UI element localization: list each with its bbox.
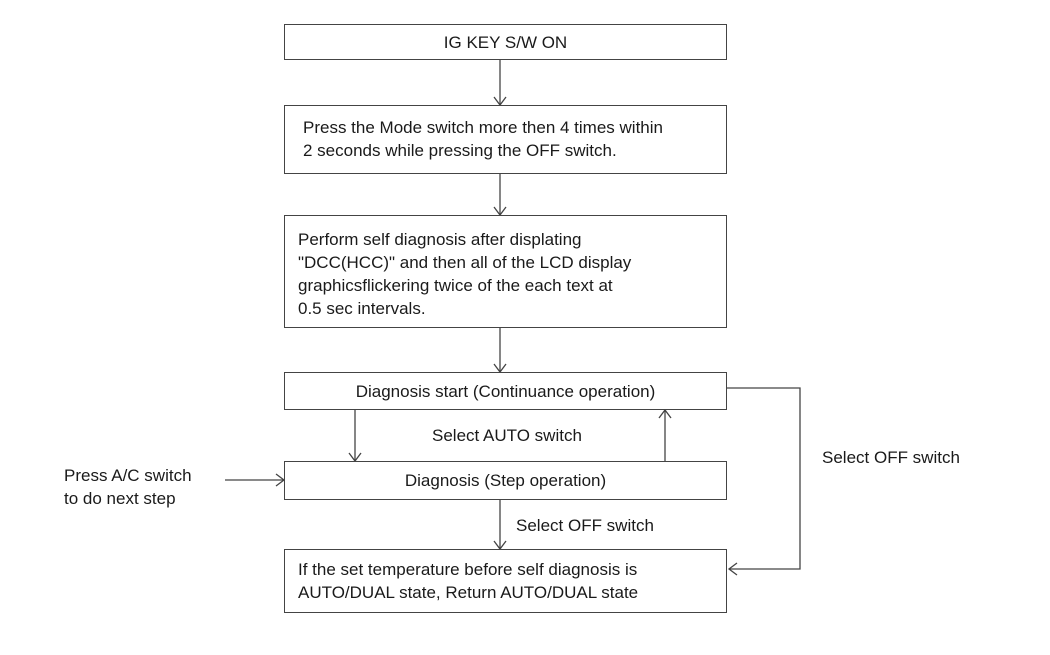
return-state-box: If the set temperature before self diagn… [284,549,727,613]
select-off-switch-bottom-label: Select OFF switch [516,516,654,535]
perform-line-4: 0.5 sec intervals. [298,299,426,318]
perform-line-3: graphicsflickering twice of the each tex… [298,276,613,295]
arrowhead-step-to-diag-start [658,408,672,419]
diagnosis-step-text: Diagnosis (Step operation) [404,471,607,490]
press-mode-switch-box: Press the Mode switch more then 4 times … [284,105,727,174]
return-state-line-1: If the set temperature before self diagn… [298,560,638,579]
perform-line-2: "DCC(HCC)" and then all of the LCD displ… [298,253,632,272]
diagnosis-step-box: Diagnosis (Step operation) [284,461,727,500]
arrowhead-diag-start-to-return [727,562,738,576]
press-mode-line-1: Press the Mode switch more then 4 times … [303,118,663,137]
ig-key-on-text: IG KEY S/W ON [443,32,568,52]
perform-self-diagnosis-box: Perform self diagnosis after displating … [284,215,727,328]
select-auto-switch-label: Select AUTO switch [432,426,582,445]
press-ac-line-1: Press A/C switch [64,466,192,485]
perform-line-1: Perform self diagnosis after displating [298,230,582,249]
press-ac-switch-label: Press A/C switch to do next step [64,464,192,510]
diagnosis-start-box: Diagnosis start (Continuance operation) [284,372,727,410]
select-off-switch-right-label: Select OFF switch [822,448,960,467]
diagnosis-start-text: Diagnosis start (Continuance operation) [355,381,656,401]
press-mode-line-2: 2 seconds while pressing the OFF switch. [303,141,617,160]
press-ac-line-2: to do next step [64,489,176,508]
ig-key-on-box: IG KEY S/W ON [284,24,727,60]
arrow-diag-start-to-return [727,387,801,570]
return-state-line-2: AUTO/DUAL state, Return AUTO/DUAL state [298,583,639,602]
